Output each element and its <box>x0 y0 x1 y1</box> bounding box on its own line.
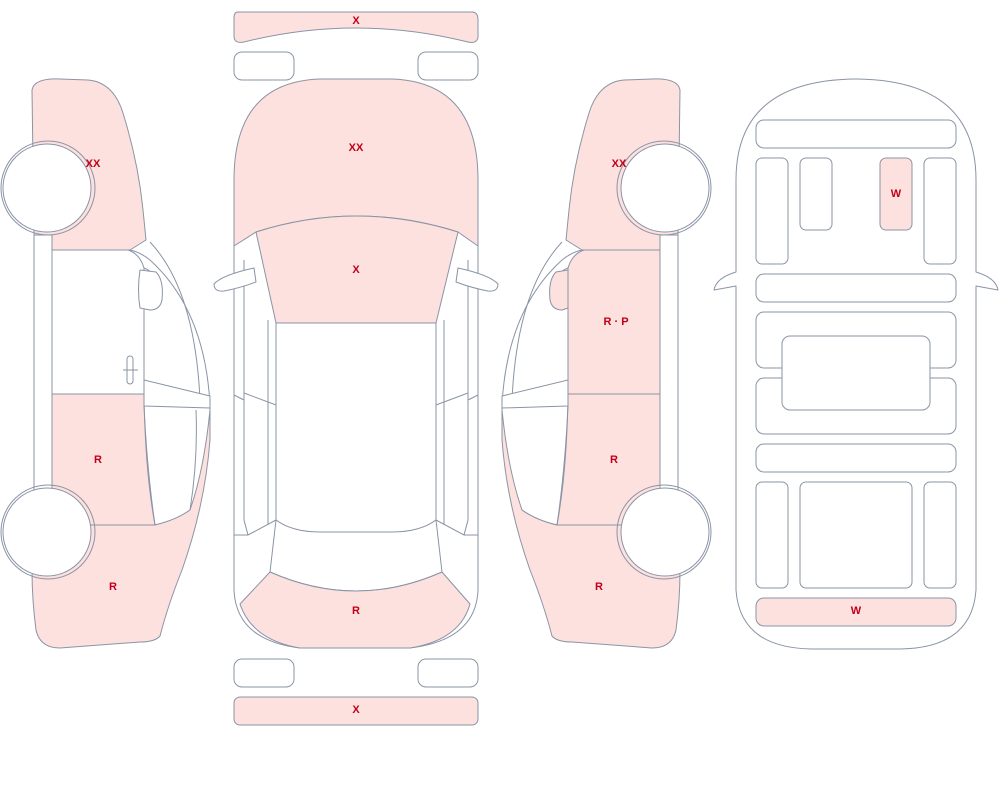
right-front-wheel-arch <box>616 140 712 236</box>
front-center-panel[interactable] <box>799 157 833 231</box>
right-side-view: XX R · P R R <box>501 78 712 649</box>
trunk-lid[interactable] <box>239 571 471 649</box>
right-rear-quarter-mark: R <box>595 581 603 593</box>
rear-bumper[interactable] <box>233 696 479 726</box>
left-front-door[interactable] <box>51 249 145 395</box>
middle-seat-cushion[interactable] <box>781 335 931 411</box>
right-tail-light <box>417 658 479 688</box>
interior-view: W W <box>713 78 999 650</box>
front-right-seat[interactable] <box>923 157 957 265</box>
front-bumper-mark: X <box>352 15 360 27</box>
left-rear-window <box>143 379 211 409</box>
right-rear-window <box>501 379 569 409</box>
left-side-view: XX R R <box>0 78 211 649</box>
right-rear-wheel <box>620 487 710 577</box>
rear-floor-bar[interactable] <box>755 443 957 473</box>
trunk-lid-mark: R <box>352 605 360 617</box>
rear-panel[interactable] <box>755 597 957 627</box>
right-front-door-mark: R · P <box>603 316 628 328</box>
left-rear-door-mark: R <box>94 454 102 466</box>
left-rear-wheel <box>2 487 92 577</box>
rear-right-seat[interactable] <box>923 481 957 589</box>
console-panel-mark: W <box>891 188 902 200</box>
right-rear-door-mark: R <box>610 454 618 466</box>
right-front-door[interactable] <box>567 249 661 395</box>
front-left-seat[interactable] <box>755 157 789 265</box>
left-rear-wheel-arch <box>0 484 96 580</box>
left-front-wheel-arch <box>0 140 96 236</box>
rear-left-seat[interactable] <box>755 481 789 589</box>
front-bumper[interactable] <box>233 11 479 43</box>
left-rear-quarter-mark: R <box>109 581 117 593</box>
windshield[interactable] <box>255 215 459 324</box>
right-side-mirror[interactable] <box>549 269 569 311</box>
front-floor-bar[interactable] <box>755 273 957 303</box>
left-front-wheel <box>2 143 92 233</box>
left-side-mirror[interactable] <box>138 269 163 311</box>
left-headlight <box>233 51 295 81</box>
left-front-fender-mark: XX <box>86 158 101 170</box>
right-rear-quarter[interactable] <box>501 409 681 649</box>
rear-panel-mark: W <box>851 605 862 617</box>
right-rear-wheel-arch <box>616 484 712 580</box>
right-front-wheel <box>620 143 710 233</box>
hood-mark: XX <box>349 142 364 154</box>
rear-bumper-mark: X <box>352 704 360 716</box>
left-rear-quarter[interactable] <box>31 409 211 649</box>
top-right-mirror[interactable] <box>455 267 499 292</box>
roof[interactable] <box>275 322 437 533</box>
cargo-area[interactable] <box>799 481 913 589</box>
right-headlight <box>417 51 479 81</box>
console-panel[interactable] <box>879 157 913 231</box>
windshield-mark: X <box>352 264 360 276</box>
top-left-mirror[interactable] <box>213 267 257 292</box>
left-tail-light <box>233 658 295 688</box>
right-front-fender-mark: XX <box>612 158 627 170</box>
top-view: X XX X R X <box>213 11 499 726</box>
dashboard[interactable] <box>755 119 957 149</box>
